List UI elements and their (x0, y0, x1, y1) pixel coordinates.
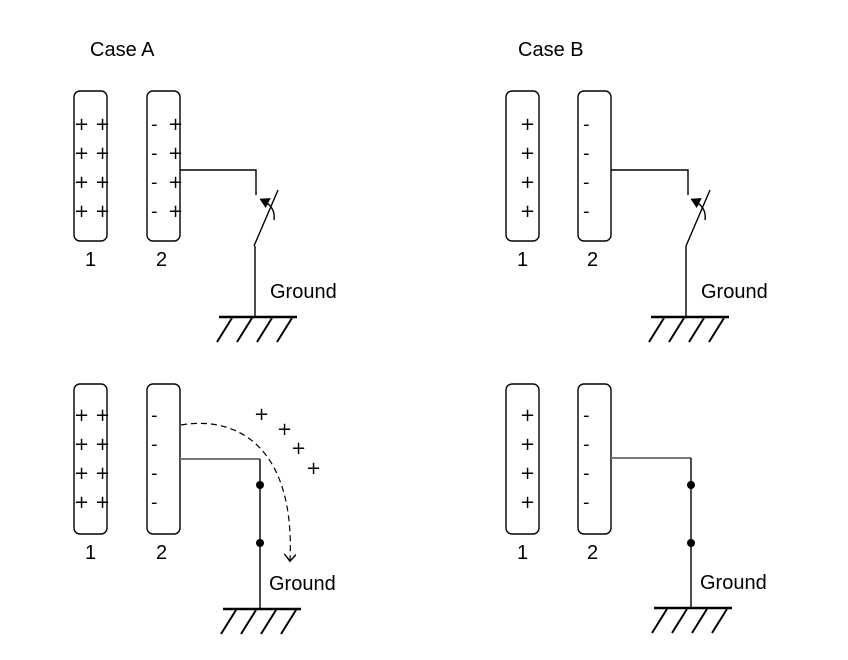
charge: + (74, 405, 89, 426)
charge: - (583, 143, 590, 164)
plate-2-charges: - - - - + + + + (151, 114, 183, 222)
plate-2-charges: - - - - (583, 114, 590, 222)
charge: - (583, 405, 590, 426)
charge-flow-arrow-icon (180, 422, 290, 560)
charge: + (520, 172, 535, 193)
charge: + (95, 143, 110, 164)
ground-label: Ground (269, 573, 336, 595)
plate-2-label: 2 (156, 249, 167, 271)
plate-1-charges: + + + + (520, 114, 535, 222)
plate-2-charges: - - - - (151, 405, 158, 513)
switch-contact-dot (256, 481, 264, 489)
charge: - (583, 492, 590, 513)
ground-symbol-icon (648, 315, 729, 343)
closing-arrow-icon (259, 198, 275, 221)
charge: - (151, 434, 158, 455)
charge: + (95, 492, 110, 513)
plate-1-charges: + + + + (520, 405, 535, 513)
plate-1-label: 1 (85, 542, 96, 564)
charge: + (520, 114, 535, 135)
ground-label: Ground (701, 281, 768, 303)
charge: + (168, 143, 183, 164)
panel-case-a-open: + + + + + + + + - - - - + + + + 1 2 Grou… (73, 90, 337, 343)
wire (611, 169, 689, 195)
charge: - (151, 492, 158, 513)
charge: - (151, 172, 158, 193)
charge: + (95, 463, 110, 484)
charge: - (151, 463, 158, 484)
charge: - (583, 434, 590, 455)
charge: + (520, 463, 535, 484)
charge: + (74, 463, 89, 484)
ground-symbol-icon (216, 315, 297, 343)
plate-1-label: 1 (85, 249, 96, 271)
case-a-title: Case A (90, 39, 155, 61)
ground-symbol-icon (220, 607, 301, 635)
charge: + (520, 434, 535, 455)
plate-2-label: 2 (587, 542, 598, 564)
charge: + (306, 458, 321, 479)
open-switch-icon (253, 189, 279, 317)
switch-contact-dot (687, 481, 695, 489)
charge: + (291, 438, 306, 459)
charge: + (95, 434, 110, 455)
charge: + (277, 419, 292, 440)
charge: + (168, 114, 183, 135)
charge: + (95, 114, 110, 135)
plate-2-charges: - - - - (583, 405, 590, 513)
charge: - (151, 143, 158, 164)
plate-1-label: 1 (517, 249, 528, 271)
charge: + (95, 172, 110, 193)
plate-1 (505, 90, 540, 242)
charge: + (74, 434, 89, 455)
closing-arrow-icon (690, 198, 706, 221)
charge: - (583, 463, 590, 484)
charge: + (95, 405, 110, 426)
charge: - (151, 201, 158, 222)
charge: + (74, 114, 89, 135)
charge: + (520, 405, 535, 426)
flowing-charges: + + + + (254, 404, 321, 479)
charge: + (254, 404, 269, 425)
charge: + (520, 492, 535, 513)
plate-2-label: 2 (156, 542, 167, 564)
ground-label: Ground (700, 572, 767, 594)
open-switch-icon (685, 189, 711, 317)
charge: - (583, 172, 590, 193)
plate-2 (577, 90, 612, 242)
plate-1 (73, 383, 108, 535)
plate-1-charges: + + + + + + + + (74, 114, 110, 222)
plate-1-charges: + + + + + + + + (74, 405, 110, 513)
plate-2 (146, 90, 181, 242)
plate-2-label: 2 (587, 249, 598, 271)
charge: + (520, 143, 535, 164)
charge: + (74, 201, 89, 222)
case-b-title: Case B (518, 39, 584, 61)
switch-contact-dot (687, 539, 695, 547)
plate-1 (505, 383, 540, 535)
charge: + (74, 172, 89, 193)
switch-contact-dot (256, 539, 264, 547)
charge: + (74, 492, 89, 513)
plate-1 (73, 90, 108, 242)
charge: + (168, 201, 183, 222)
charge: + (520, 201, 535, 222)
charge: - (583, 114, 590, 135)
panel-case-b-open: + + + + - - - - 1 2 Ground (505, 90, 768, 343)
charge: + (74, 143, 89, 164)
charge: - (583, 201, 590, 222)
charge: - (151, 405, 158, 426)
ground-label: Ground (270, 281, 337, 303)
ground-symbol-icon (651, 606, 732, 634)
panel-case-b-closed: + + + + - - - - 1 2 Ground (505, 383, 767, 634)
charge: + (168, 172, 183, 193)
plate-1-label: 1 (517, 542, 528, 564)
wire (180, 169, 257, 195)
charge: - (151, 114, 158, 135)
panel-case-a-closed: + + + + + + + + - - - - 1 2 + + + + Grou… (73, 383, 336, 635)
charge: + (95, 201, 110, 222)
